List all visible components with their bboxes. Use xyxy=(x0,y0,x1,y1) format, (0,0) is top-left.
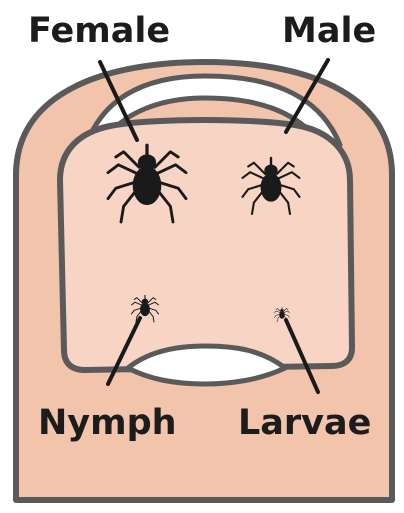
fingernail xyxy=(60,120,352,370)
nymph-label: Nymph xyxy=(38,406,177,441)
female-label: Female xyxy=(28,14,170,49)
male-label: Male xyxy=(282,14,376,49)
larvae-label: Larvae xyxy=(238,406,371,441)
